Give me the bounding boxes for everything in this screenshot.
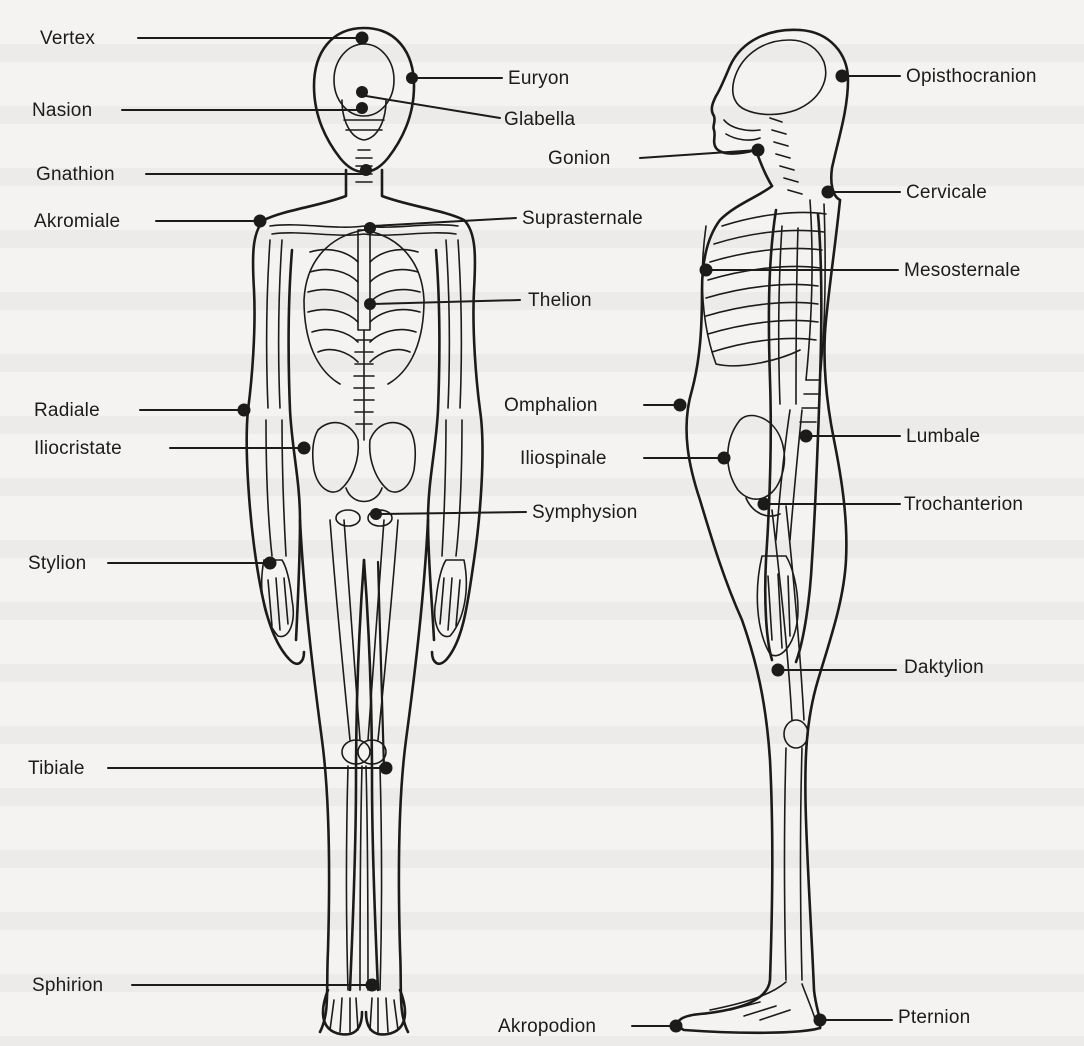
- label-thelion: Thelion: [528, 291, 592, 310]
- vertex-point: [356, 32, 369, 45]
- symphysion-point: [370, 508, 382, 520]
- mesosternale-point: [700, 264, 713, 277]
- label-glabella: Glabella: [504, 110, 575, 129]
- trochanterion-point: [758, 498, 771, 511]
- label-iliocristate: Iliocristate: [34, 439, 122, 458]
- front-skeleton: [262, 44, 467, 1032]
- label-radiale: Radiale: [34, 401, 100, 420]
- label-gonion: Gonion: [548, 149, 610, 168]
- side-body-outline: [678, 30, 848, 1033]
- label-suprasternale: Suprasternale: [522, 209, 643, 228]
- label-vertex: Vertex: [40, 29, 95, 48]
- label-pternion: Pternion: [898, 1008, 970, 1027]
- leader-lines: [108, 38, 900, 1026]
- gonion-point: [752, 144, 765, 157]
- iliocristate-point: [298, 442, 311, 455]
- sphirion-point: [366, 979, 379, 992]
- label-daktylion: Daktylion: [904, 658, 984, 677]
- cervicale-point: [822, 186, 835, 199]
- label-akromiale: Akromiale: [34, 212, 120, 231]
- front-body-outline: [247, 28, 483, 1034]
- label-opisthocranion: Opisthocranion: [906, 67, 1037, 86]
- label-symphysion: Symphysion: [532, 503, 638, 522]
- label-sphirion: Sphirion: [32, 976, 103, 995]
- daktylion-point: [772, 664, 785, 677]
- label-iliospinale: Iliospinale: [520, 449, 607, 468]
- glabella-point: [356, 86, 368, 98]
- radiale-point: [238, 404, 251, 417]
- label-cervicale: Cervicale: [906, 183, 987, 202]
- thelion-point: [364, 298, 376, 310]
- opisthocranion-point: [836, 70, 849, 83]
- label-akropodion: Akropodion: [498, 1017, 596, 1036]
- akropodion-point: [670, 1020, 683, 1033]
- suprasternale-point: [364, 222, 376, 234]
- tibiale-point: [380, 762, 393, 775]
- lumbale-point: [800, 430, 813, 443]
- label-omphalion: Omphalion: [504, 396, 598, 415]
- iliospinale-point: [718, 452, 731, 465]
- label-mesosternale: Mesosternale: [904, 261, 1020, 280]
- euryon-point: [406, 72, 418, 84]
- label-nasion: Nasion: [32, 101, 92, 120]
- label-gnathion: Gnathion: [36, 165, 115, 184]
- omphalion-point: [674, 399, 687, 412]
- pternion-point: [814, 1014, 827, 1027]
- label-trochanterion: Trochanterion: [904, 495, 1023, 514]
- label-stylion: Stylion: [28, 554, 86, 573]
- gnathion-point: [360, 164, 372, 176]
- label-tibiale: Tibiale: [28, 759, 85, 778]
- stylion-point: [264, 557, 277, 570]
- akromiale-point: [254, 215, 267, 228]
- label-lumbale: Lumbale: [906, 427, 980, 446]
- nasion-point: [356, 102, 368, 114]
- label-euryon: Euryon: [508, 69, 569, 88]
